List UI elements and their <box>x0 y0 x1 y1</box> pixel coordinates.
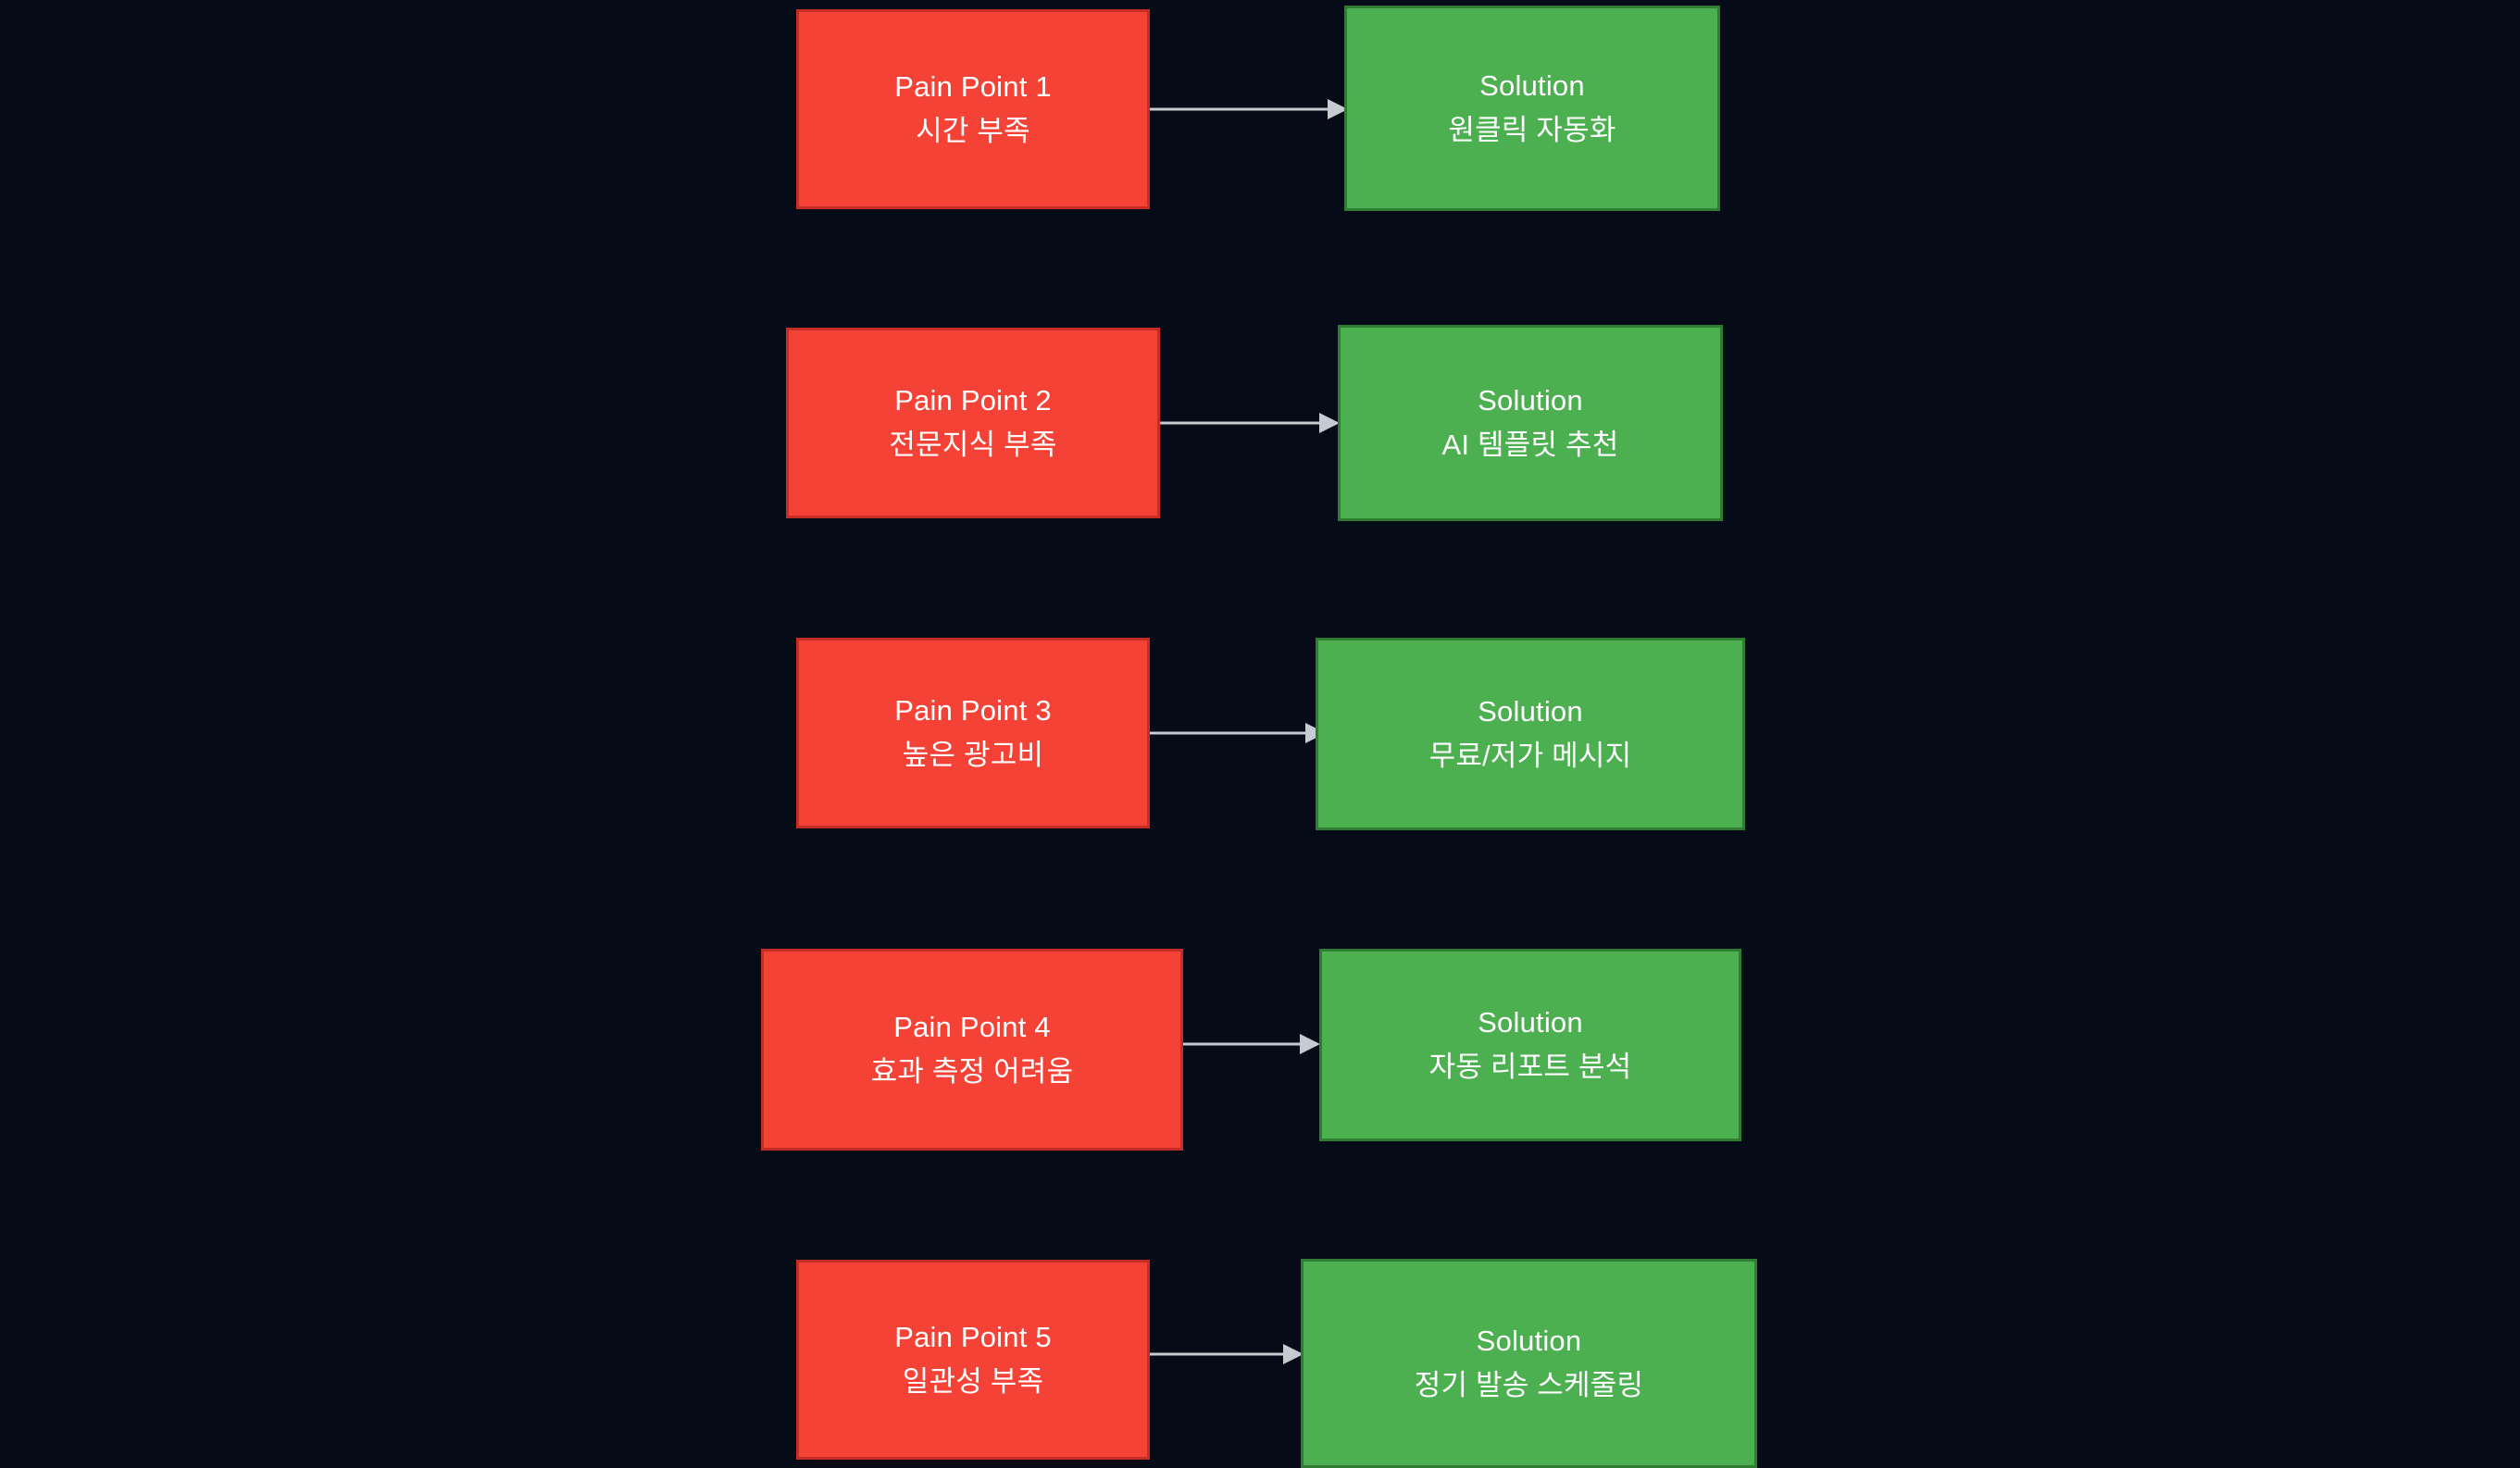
solution-node-5[interactable]: Solution 정기 발송 스케줄링 <box>1301 1259 1757 1468</box>
solution-node-3[interactable]: Solution 무료/저가 메시지 <box>1316 638 1745 830</box>
pain-point-node-5[interactable]: Pain Point 5 일관성 부족 <box>796 1260 1150 1460</box>
arrow-connector-3 <box>1150 723 1326 743</box>
node-detail: 효과 측정 어려움 <box>870 1054 1074 1088</box>
solution-node-1[interactable]: Solution 원클릭 자동화 <box>1344 6 1720 211</box>
node-title: Pain Point 5 <box>894 1321 1052 1354</box>
node-title: Solution <box>1476 1325 1582 1358</box>
node-detail: 정기 발송 스케줄링 <box>1414 1368 1644 1401</box>
arrow-connector-4 <box>1183 1034 1320 1054</box>
node-title: Solution <box>1479 69 1585 103</box>
node-detail: 시간 부족 <box>916 114 1030 147</box>
node-title: Pain Point 2 <box>894 384 1052 417</box>
node-detail: 높은 광고비 <box>902 738 1044 771</box>
node-detail: AI 템플릿 추천 <box>1441 428 1619 461</box>
node-detail: 원클릭 자동화 <box>1448 113 1616 146</box>
node-detail: 무료/저가 메시지 <box>1428 739 1632 772</box>
node-detail: 자동 리포트 분석 <box>1428 1050 1632 1083</box>
node-title: Pain Point 1 <box>894 70 1052 104</box>
arrow-connector-5 <box>1150 1344 1304 1364</box>
pain-point-node-2[interactable]: Pain Point 2 전문지식 부족 <box>786 328 1160 518</box>
arrow-connector-1 <box>1150 99 1348 119</box>
arrow-head-icon <box>1328 99 1348 119</box>
arrow-head-icon <box>1319 413 1340 433</box>
node-detail: 일관성 부족 <box>902 1364 1044 1398</box>
node-title: Pain Point 3 <box>894 694 1052 728</box>
node-title: Pain Point 4 <box>893 1011 1051 1044</box>
arrow-head-icon <box>1283 1344 1304 1364</box>
solution-node-4[interactable]: Solution 자동 리포트 분석 <box>1319 949 1741 1141</box>
pain-point-node-4[interactable]: Pain Point 4 효과 측정 어려움 <box>761 949 1183 1151</box>
node-title: Solution <box>1478 384 1583 417</box>
pain-point-node-3[interactable]: Pain Point 3 높은 광고비 <box>796 638 1150 828</box>
arrow-connector-2 <box>1160 413 1340 433</box>
solution-node-2[interactable]: Solution AI 템플릿 추천 <box>1338 325 1723 521</box>
node-detail: 전문지식 부족 <box>889 428 1057 461</box>
node-title: Solution <box>1478 695 1583 728</box>
node-title: Solution <box>1478 1006 1583 1039</box>
pain-point-node-1[interactable]: Pain Point 1 시간 부족 <box>796 9 1150 209</box>
arrow-head-icon <box>1300 1034 1320 1054</box>
